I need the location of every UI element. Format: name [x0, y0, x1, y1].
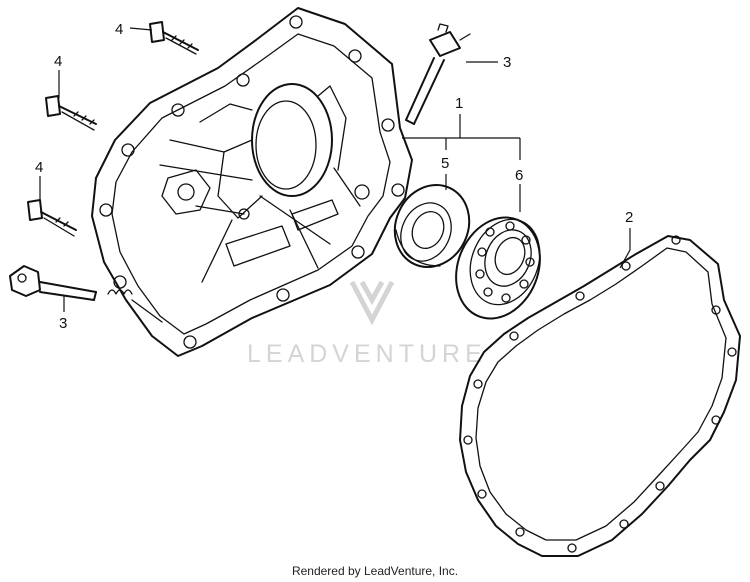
callout-3-top: 3 [503, 54, 511, 71]
leader-lines [39, 27, 631, 312]
callout-4-middle: 4 [35, 159, 43, 176]
callout-6: 6 [515, 167, 523, 184]
bolt-middle [27, 199, 77, 237]
bearing-5 [393, 184, 471, 268]
footer-credit: Rendered by LeadVenture, Inc. [291, 564, 459, 578]
crankcase-cover [91, 7, 413, 357]
callout-1: 1 [455, 95, 463, 112]
watermark-logo-icon [349, 280, 395, 326]
bearing-6 [455, 216, 541, 320]
watermark-text: LEADVENTURE [247, 340, 487, 368]
callouts: 4 4 4 3 3 1 5 6 2 [35, 21, 633, 332]
watermark: LEADVENTURE [247, 280, 487, 368]
callout-2: 2 [625, 209, 633, 226]
callout-5: 5 [441, 155, 449, 172]
gasket [459, 235, 741, 557]
drain-plug-top [405, 23, 471, 125]
callout-4-top: 4 [115, 21, 123, 38]
bolt-upper [45, 95, 97, 131]
drain-plug-bottom [9, 265, 97, 301]
bolt-top [149, 21, 199, 55]
callout-4-upper: 4 [54, 53, 62, 70]
callout-3-bottom: 3 [59, 315, 67, 332]
